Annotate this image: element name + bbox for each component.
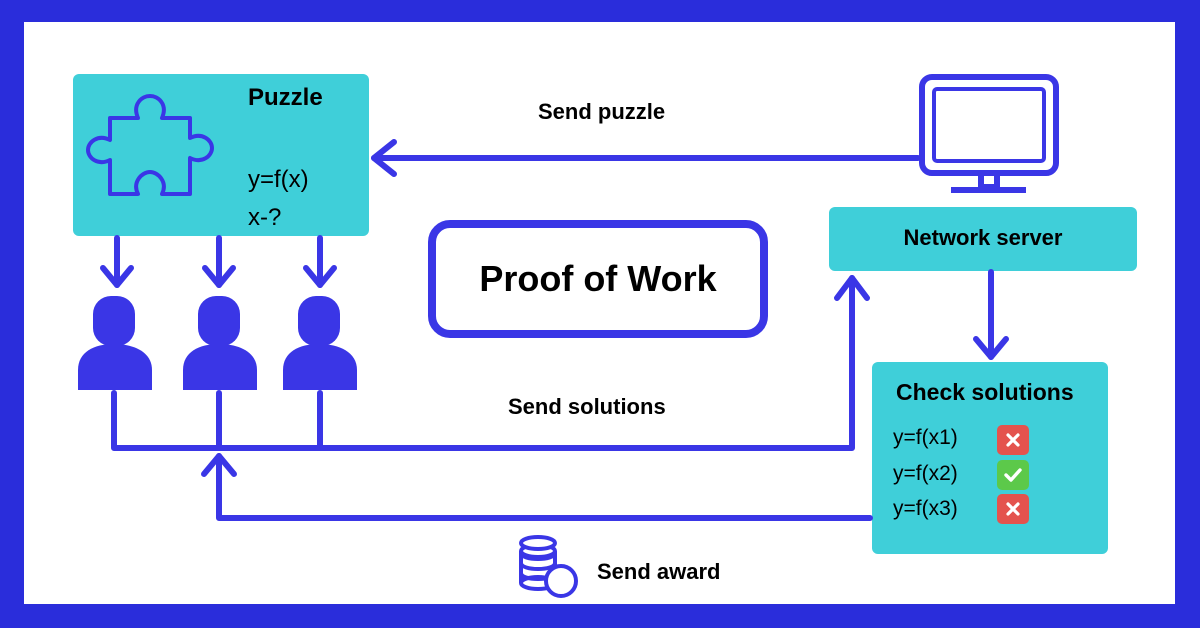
coins-icon <box>519 535 578 598</box>
puzzle-title: Puzzle <box>248 84 323 111</box>
fail-icon <box>997 425 1029 455</box>
person-icon <box>183 296 257 390</box>
diagram-title: Proof of Work <box>479 258 717 299</box>
solution-label-2: y=f(x2) <box>893 462 958 485</box>
puzzle-question: x-? <box>248 204 282 231</box>
send-solutions-label: Send solutions <box>508 394 666 419</box>
solution-label-1: y=f(x1) <box>893 426 958 449</box>
server-box <box>829 207 1137 271</box>
server-label: Network server <box>903 225 1063 250</box>
puzzle-to-miner-arrow <box>303 235 337 288</box>
monitor-icon <box>919 74 1059 193</box>
check-solutions-box <box>872 362 1108 554</box>
send-award-arrow <box>201 453 873 521</box>
puzzle-to-miner-arrow <box>100 235 134 288</box>
puzzle-box <box>73 74 369 236</box>
check-icon <box>997 460 1029 490</box>
send-solutions-arrow <box>111 275 870 451</box>
puzzle-equation: y=f(x) <box>248 166 309 193</box>
person-icon <box>78 296 152 390</box>
send-award-label: Send award <box>597 559 721 584</box>
solution-label-3: y=f(x3) <box>893 497 958 520</box>
server-to-check-arrow <box>973 269 1009 360</box>
fail-icon <box>997 494 1029 524</box>
send-puzzle-arrow <box>371 139 921 177</box>
proof-of-work-box: Proof of Work <box>428 220 768 338</box>
check-solutions-title: Check solutions <box>896 379 1074 405</box>
send-puzzle-label: Send puzzle <box>538 99 666 124</box>
puzzle-piece-icon <box>86 94 214 196</box>
person-icon <box>283 296 357 390</box>
puzzle-to-miner-arrow <box>202 235 236 288</box>
